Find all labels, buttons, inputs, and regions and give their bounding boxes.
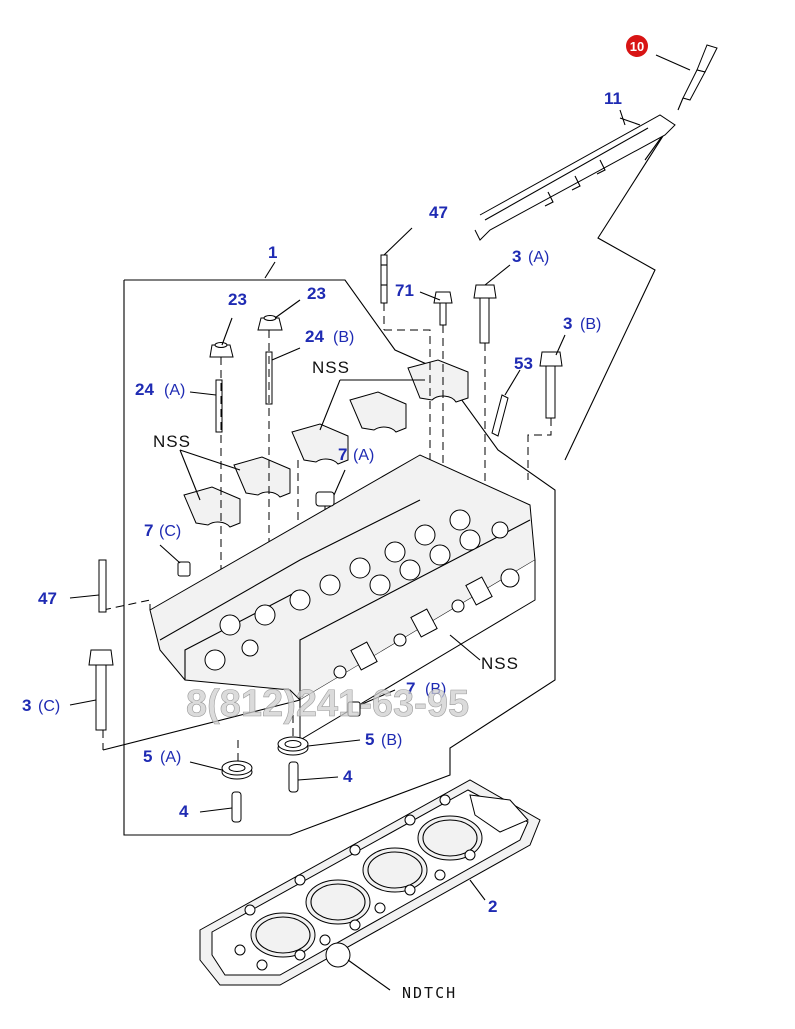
stud-53 [491,394,509,437]
callout-5a: 5 [143,747,152,766]
plug-7b [347,689,396,717]
leader-notch [347,959,391,991]
callout-47-top: 47 [429,203,448,222]
camshaft-bearing-caps [183,359,469,528]
callout-7b: 7 [406,679,415,698]
stud-47-left [98,559,107,613]
leader-47b [69,594,100,599]
leader-11 [619,109,626,126]
valve-guide-4a [199,791,242,823]
callout-10: 10 [630,39,644,54]
label-nss-left: NSS [153,432,191,451]
callout-24b: 24 [305,327,324,346]
bolt-3c [69,649,114,731]
valve-seat-5a [189,760,253,780]
callout-7a: 7 [338,445,347,464]
callout-24b-suffix: (B) [333,329,354,346]
leader-nss-top2 [319,379,341,431]
bolt-71 [433,291,453,326]
callout-24a-suffix: (A) [164,382,185,399]
callout-3a: 3 [512,247,521,266]
callout-5b-suffix: (B) [381,732,402,749]
frame-left-leader [102,699,301,751]
callout-23-right: 23 [307,284,326,303]
leader-1 [264,261,276,279]
callout-4-right: 4 [343,767,353,786]
plug-7c [159,544,191,577]
nut-23-left [209,317,234,358]
callout-71: 71 [395,281,414,300]
leader-71 [419,291,441,301]
callout-7c: 7 [144,521,153,540]
callout-5b: 5 [365,730,374,749]
callout-7c-suffix: (C) [159,523,181,540]
stud-24b [265,347,301,405]
callout-3b: 3 [563,314,572,333]
valve-guide-4b [288,761,339,793]
callout-11: 11 [604,89,622,108]
shim-7a [315,469,346,507]
callout-47-left: 47 [38,589,57,608]
assembly-frame [123,279,556,836]
label-nss-top: NSS [312,358,350,377]
callout-1: 1 [268,243,277,262]
cylinder-head [149,454,536,741]
callout-23-left: 23 [228,290,247,309]
callout-3a-suffix: (A) [528,249,549,266]
callout-7b-suffix: (B) [425,681,446,698]
callout-53: 53 [514,354,533,373]
label-notch: NDTCH [402,984,457,1002]
leak-pipe [474,114,676,241]
head-gasket [199,779,541,986]
leader-53 [504,369,521,396]
callout-24a: 24 [135,380,154,399]
leader-nss-right [449,634,481,661]
leader-nss-left2 [179,449,201,501]
leader-glow-plug [564,124,671,461]
callout-4-left: 4 [179,802,189,821]
label-nss-right: NSS [481,654,519,673]
callout-5a-suffix: (A) [160,749,181,766]
phone-watermark: 8(812)241-63-95 [186,683,469,725]
callout-3c-suffix: (C) [38,698,60,715]
valve-seat-5b [277,736,361,756]
leader-3b [555,334,566,356]
nut-23-right [257,299,301,331]
callout-7a-suffix: (A) [353,447,374,464]
callout-2: 2 [488,897,497,916]
stud-24a [189,379,223,433]
glow-plug [655,44,718,111]
bolt-3a [473,264,511,344]
bolt-3b [539,351,563,419]
callout-3c: 3 [22,696,31,715]
callout-3b-suffix: (B) [580,316,601,333]
callout-badge-10 [626,35,648,57]
leader-nss-left [179,449,241,471]
